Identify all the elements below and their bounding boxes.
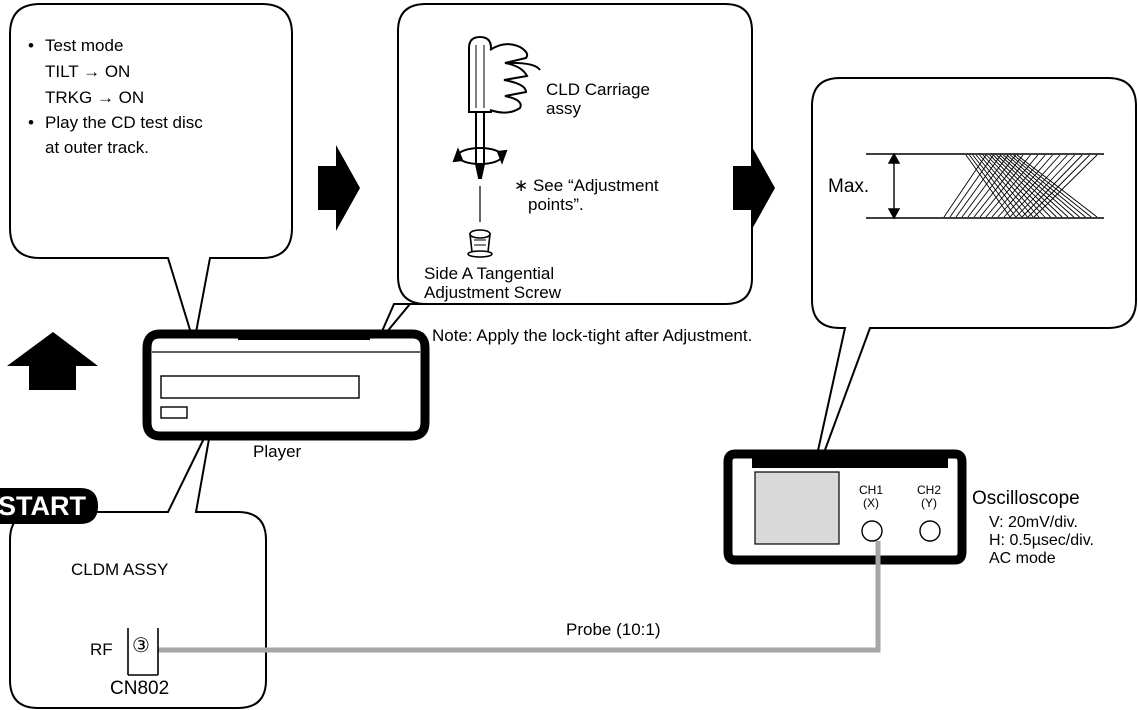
falling-edge-trace [999,154,1069,218]
falling-edge-trace [996,154,1063,218]
player-label: Player [253,442,302,461]
outer-track-label: at outer track. [45,138,149,157]
falling-edge-trace [965,154,1011,218]
horizontal-scale-label: H: 0.5µsec/div. [989,532,1094,549]
rising-edge-trace [949,154,994,218]
falling-edge-trace [1016,154,1098,218]
pin-3-marker: ③ [132,635,150,657]
bullet-marker: • [28,113,34,132]
ch1-input-jack [861,520,883,542]
test-mode-label: Test mode [45,36,124,55]
falling-edge-trace [972,154,1022,218]
arrow-right-icon [733,145,775,231]
falling-edge-trace [975,154,1028,218]
oscilloscope-label: Oscilloscope [972,488,1080,509]
play-disc-label: Play the CD test disc [45,113,203,132]
bullet-marker: • [28,36,34,55]
test-mode-bubble [9,3,293,344]
arrow-up-icon [7,332,98,390]
ch1-label: CH1 [858,483,883,497]
arrow-right-icon [318,145,360,231]
rising-edge-trace [979,154,1031,218]
waveform-eye-pattern [943,154,1098,218]
rising-edge-trace [943,154,987,218]
tilt-on-label: TILT → ON [45,62,131,81]
rising-edge-trace [1027,154,1090,218]
rising-edge-trace [985,154,1039,218]
falling-edge-trace [1013,154,1092,218]
disc-tray [160,375,360,399]
rising-edge-trace [1033,154,1098,218]
ch2-sub-label: (Y) [921,496,937,510]
start-label: START [0,491,86,521]
lock-tight-note: Note: Apply the lock-tight after Adjustm… [432,326,753,345]
rotation-icon [452,147,508,165]
falling-edge-trace [992,154,1057,218]
cn802-connector [127,628,159,676]
falling-edge-trace [989,154,1051,218]
cld-carriage-label-line2: assy [546,99,581,118]
screwdriver-icon [468,35,541,222]
falling-edge-trace [1006,154,1080,218]
falling-edge-trace [969,154,1017,218]
oscilloscope-device [723,449,967,565]
max-label: Max. [828,176,870,197]
ch2-label: CH2 [916,483,941,497]
adjustment-screw-icon [467,229,493,258]
falling-edge-trace [1003,154,1075,218]
ac-mode-label: AC mode [989,550,1056,567]
see-adjustment-points-note: ∗ See “Adjustment [514,176,659,195]
probe-label: Probe (10:1) [566,620,661,639]
rf-label: RF [90,640,113,659]
cld-carriage-label: CLD Carriage [546,80,650,99]
max-indicator [866,152,1104,220]
falling-edge-trace [1009,154,1086,218]
falling-edge-trace [982,154,1040,218]
rising-edge-trace [1015,154,1076,218]
vertical-scale-label: V: 20mV/div. [989,514,1078,531]
falling-edge-trace [979,154,1034,218]
see-adjustment-points-note-line2: points”. [528,195,584,214]
ch1-sub-label: (X) [863,496,879,510]
probe-cable [158,541,881,653]
player-device [142,329,430,441]
tangential-screw-label-line2: Adjustment Screw [424,283,561,302]
power-button [160,406,188,419]
ch2-input-jack [919,520,941,542]
rising-edge-trace [991,154,1046,218]
waveform-bubble [807,77,1137,497]
oscilloscope-screen [754,471,840,545]
trkg-on-label: TRKG → ON [45,88,145,107]
cldm-bubble [9,421,267,709]
tangential-screw-label: Side A Tangential [424,264,555,283]
start-badge [0,488,98,524]
falling-edge-trace [986,154,1046,218]
rising-edge-trace [955,154,1002,218]
cldm-assy-label: CLDM ASSY [71,560,169,579]
cn802-label: CN802 [110,678,170,699]
